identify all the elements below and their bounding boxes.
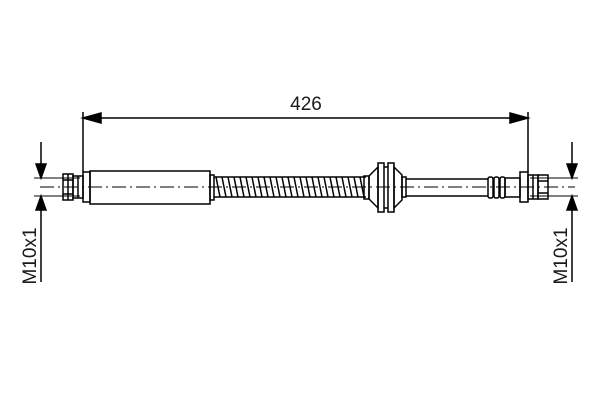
right-thread-label: M10x1 xyxy=(551,227,572,284)
length-label: 426 xyxy=(290,94,322,115)
right-fitting xyxy=(519,171,549,203)
hose-tube xyxy=(406,178,488,197)
left-thread-label: M10x1 xyxy=(20,227,41,284)
length-dimension xyxy=(80,112,531,172)
middle-collar xyxy=(368,162,407,213)
spring-guard xyxy=(209,174,370,201)
